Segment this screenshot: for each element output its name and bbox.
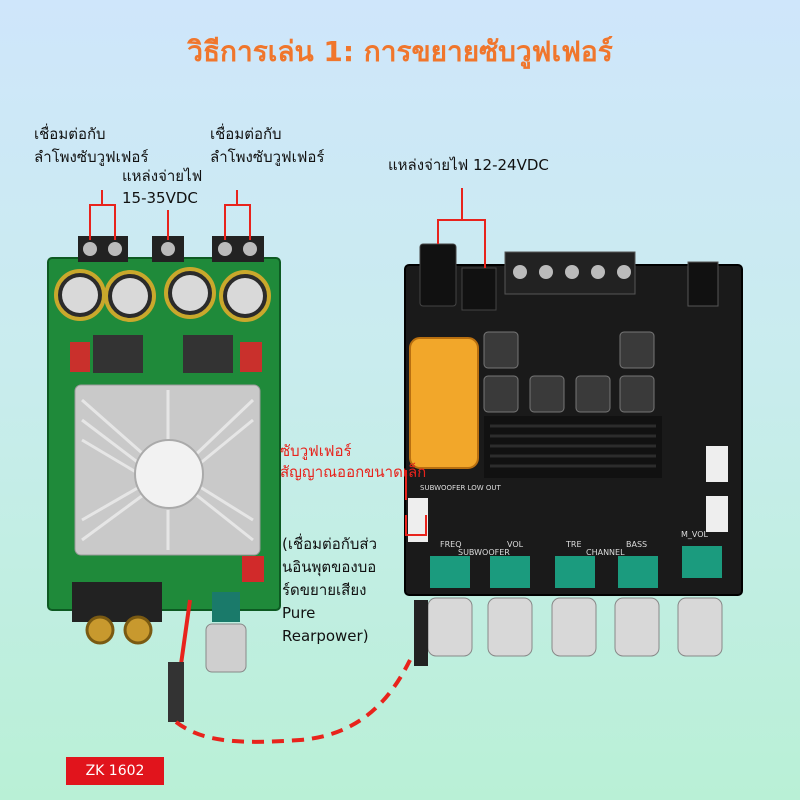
right-inductors (483, 331, 655, 413)
left-capacitors (54, 267, 271, 322)
label-power-right: แหล่งจ่ายไฟ 12-24VDC (388, 156, 549, 174)
silk-bass: BASS (626, 540, 648, 549)
left-power-terminal (152, 236, 184, 262)
silk-tre: TRE (566, 540, 582, 549)
label-power-left-line2: 15-35VDC (122, 189, 198, 207)
left-rca-inputs (72, 582, 162, 645)
silk-m-vol: M_VOL (681, 530, 708, 539)
label-subwoofer-out-line2: สัญญาณออกขนาดเล็ก (280, 463, 427, 481)
right-heatsink (484, 416, 662, 478)
dip-switch (242, 556, 264, 582)
left-volume-knob (205, 592, 247, 673)
connection-cable (168, 599, 428, 744)
left-inductors (70, 335, 262, 373)
label-subwoofer-left-line1: เชื่อมต่อกับ (34, 125, 106, 143)
left-speaker-terminal-right (212, 236, 264, 262)
label-subwoofer-out-line1: ซับวูฟเฟอร์ (280, 442, 352, 460)
audio-jack (687, 261, 719, 307)
connector-bottom (706, 496, 728, 532)
right-control-pots (430, 546, 722, 588)
main-capacitor (409, 337, 479, 469)
connector-top (706, 446, 728, 482)
left-amplifier-board (47, 236, 281, 673)
left-speaker-terminal-left (78, 236, 128, 262)
label-subwoofer-right-line2: ลำโพงซับวูฟเฟอร์ (210, 148, 325, 166)
note-line4: Pure (282, 604, 316, 622)
silk-subwoofer: SUBWOOFER (458, 548, 510, 557)
label-subwoofer-right-line1: เชื่อมต่อกับ (210, 125, 282, 143)
callout-lines (89, 188, 486, 536)
silk-sub-low-out: SUBWOOFER LOW OUT (420, 484, 501, 492)
subwoofer-out-connector (408, 498, 428, 542)
page-title: วิธีการเล่น 1: การขยายซับวูฟเฟอร์ (187, 35, 613, 68)
power-connector (461, 267, 497, 311)
dc-power-jack (419, 243, 457, 307)
left-heatsink (74, 384, 261, 556)
note-line2: นอินพุตของบอ (282, 558, 377, 576)
note-line5: Rearpower) (282, 627, 369, 645)
label-subwoofer-left-line2: ลำโพงซับวูฟเฟอร์ (34, 148, 149, 166)
silk-freq: FREQ (440, 540, 462, 549)
right-amplifier-board (404, 243, 743, 657)
model-badge: ZK 1602 (66, 757, 164, 785)
note-line1: (เชื่อมต่อกับส่ว (282, 535, 377, 553)
silk-channel: CHANNEL (586, 548, 625, 557)
silk-vol: VOL (507, 540, 524, 549)
label-power-left-line1: แหล่งจ่ายไฟ (122, 167, 203, 185)
right-speaker-terminal (504, 251, 636, 295)
note-line3: ร์ดขยายเสียง (282, 581, 367, 599)
right-knobs (427, 597, 723, 657)
